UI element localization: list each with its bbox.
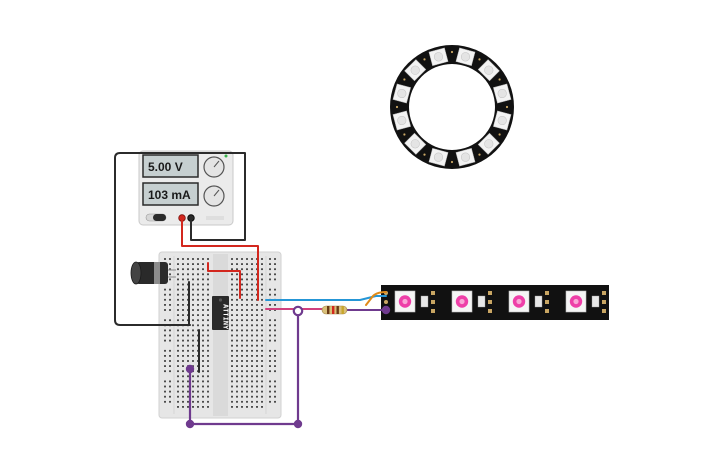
wire-strip-power[interactable] bbox=[265, 295, 387, 301]
ring-led bbox=[477, 132, 500, 155]
ring-pad bbox=[498, 133, 501, 136]
ring-pad bbox=[478, 58, 481, 61]
ring-led bbox=[428, 47, 449, 66]
chip-label: ATTINY bbox=[222, 304, 230, 330]
breadboard[interactable] bbox=[158, 251, 282, 419]
ring-led bbox=[392, 110, 411, 131]
ring-led bbox=[392, 83, 411, 104]
ring-led bbox=[493, 110, 512, 131]
capacitor-polarity-stripe bbox=[154, 262, 160, 284]
wire-power-psu[interactable] bbox=[181, 220, 259, 301]
ring-pad bbox=[423, 153, 426, 156]
ring-led bbox=[428, 148, 449, 167]
wire-endpoint-node[interactable] bbox=[185, 364, 195, 374]
power-indicator-light bbox=[224, 154, 228, 158]
psu-label-plate bbox=[206, 216, 224, 220]
ring-pad bbox=[498, 78, 501, 81]
wire-ground-loop[interactable] bbox=[188, 309, 300, 426]
strip-led bbox=[394, 290, 435, 313]
ring-led bbox=[455, 148, 476, 167]
current-display bbox=[142, 182, 199, 206]
breadboard-center-channel bbox=[213, 254, 228, 416]
current-readout: 103 mA bbox=[148, 188, 191, 202]
ring-pad bbox=[403, 78, 406, 81]
neopixel-ring[interactable] bbox=[390, 45, 514, 169]
electrolytic-capacitor[interactable] bbox=[130, 261, 176, 285]
wire-corner-node[interactable] bbox=[185, 419, 195, 429]
ring-led bbox=[455, 47, 476, 66]
wire-corner-node[interactable] bbox=[293, 419, 303, 429]
ring-pad bbox=[505, 105, 509, 109]
neopixel-strip[interactable] bbox=[381, 285, 609, 320]
wire-ground-psu[interactable] bbox=[114, 152, 246, 326]
voltage-display bbox=[142, 154, 199, 178]
attiny-chip[interactable]: ATTINY bbox=[212, 296, 230, 330]
power-switch[interactable] bbox=[153, 214, 166, 221]
ring-pad bbox=[423, 58, 426, 61]
ring-led-group bbox=[392, 47, 512, 167]
ring-pad bbox=[450, 50, 454, 54]
ring-led bbox=[404, 59, 427, 82]
resistor[interactable] bbox=[321, 305, 348, 315]
strip-pad-din[interactable] bbox=[384, 300, 388, 304]
strip-led bbox=[565, 290, 606, 313]
ring-pad bbox=[450, 160, 454, 164]
wire-strip-node[interactable] bbox=[381, 305, 391, 315]
ring-led bbox=[404, 132, 427, 155]
chip-body bbox=[212, 296, 229, 330]
strip-led-group bbox=[394, 290, 606, 313]
ring-pad bbox=[478, 153, 481, 156]
strip-led bbox=[508, 290, 549, 313]
voltage-readout: 5.00 V bbox=[148, 160, 183, 174]
power-supply[interactable]: 5.00 V 103 mA bbox=[138, 150, 234, 226]
wire-power-jumper[interactable] bbox=[207, 262, 241, 299]
wire-strip-data-alt[interactable] bbox=[365, 291, 387, 306]
ring-pcb-hole bbox=[409, 64, 495, 150]
ring-pad bbox=[395, 105, 399, 109]
ring-pad bbox=[403, 133, 406, 136]
strip-led bbox=[451, 290, 492, 313]
ring-led bbox=[493, 83, 512, 104]
ring-led bbox=[477, 59, 500, 82]
wire-junction-node[interactable] bbox=[292, 305, 304, 317]
